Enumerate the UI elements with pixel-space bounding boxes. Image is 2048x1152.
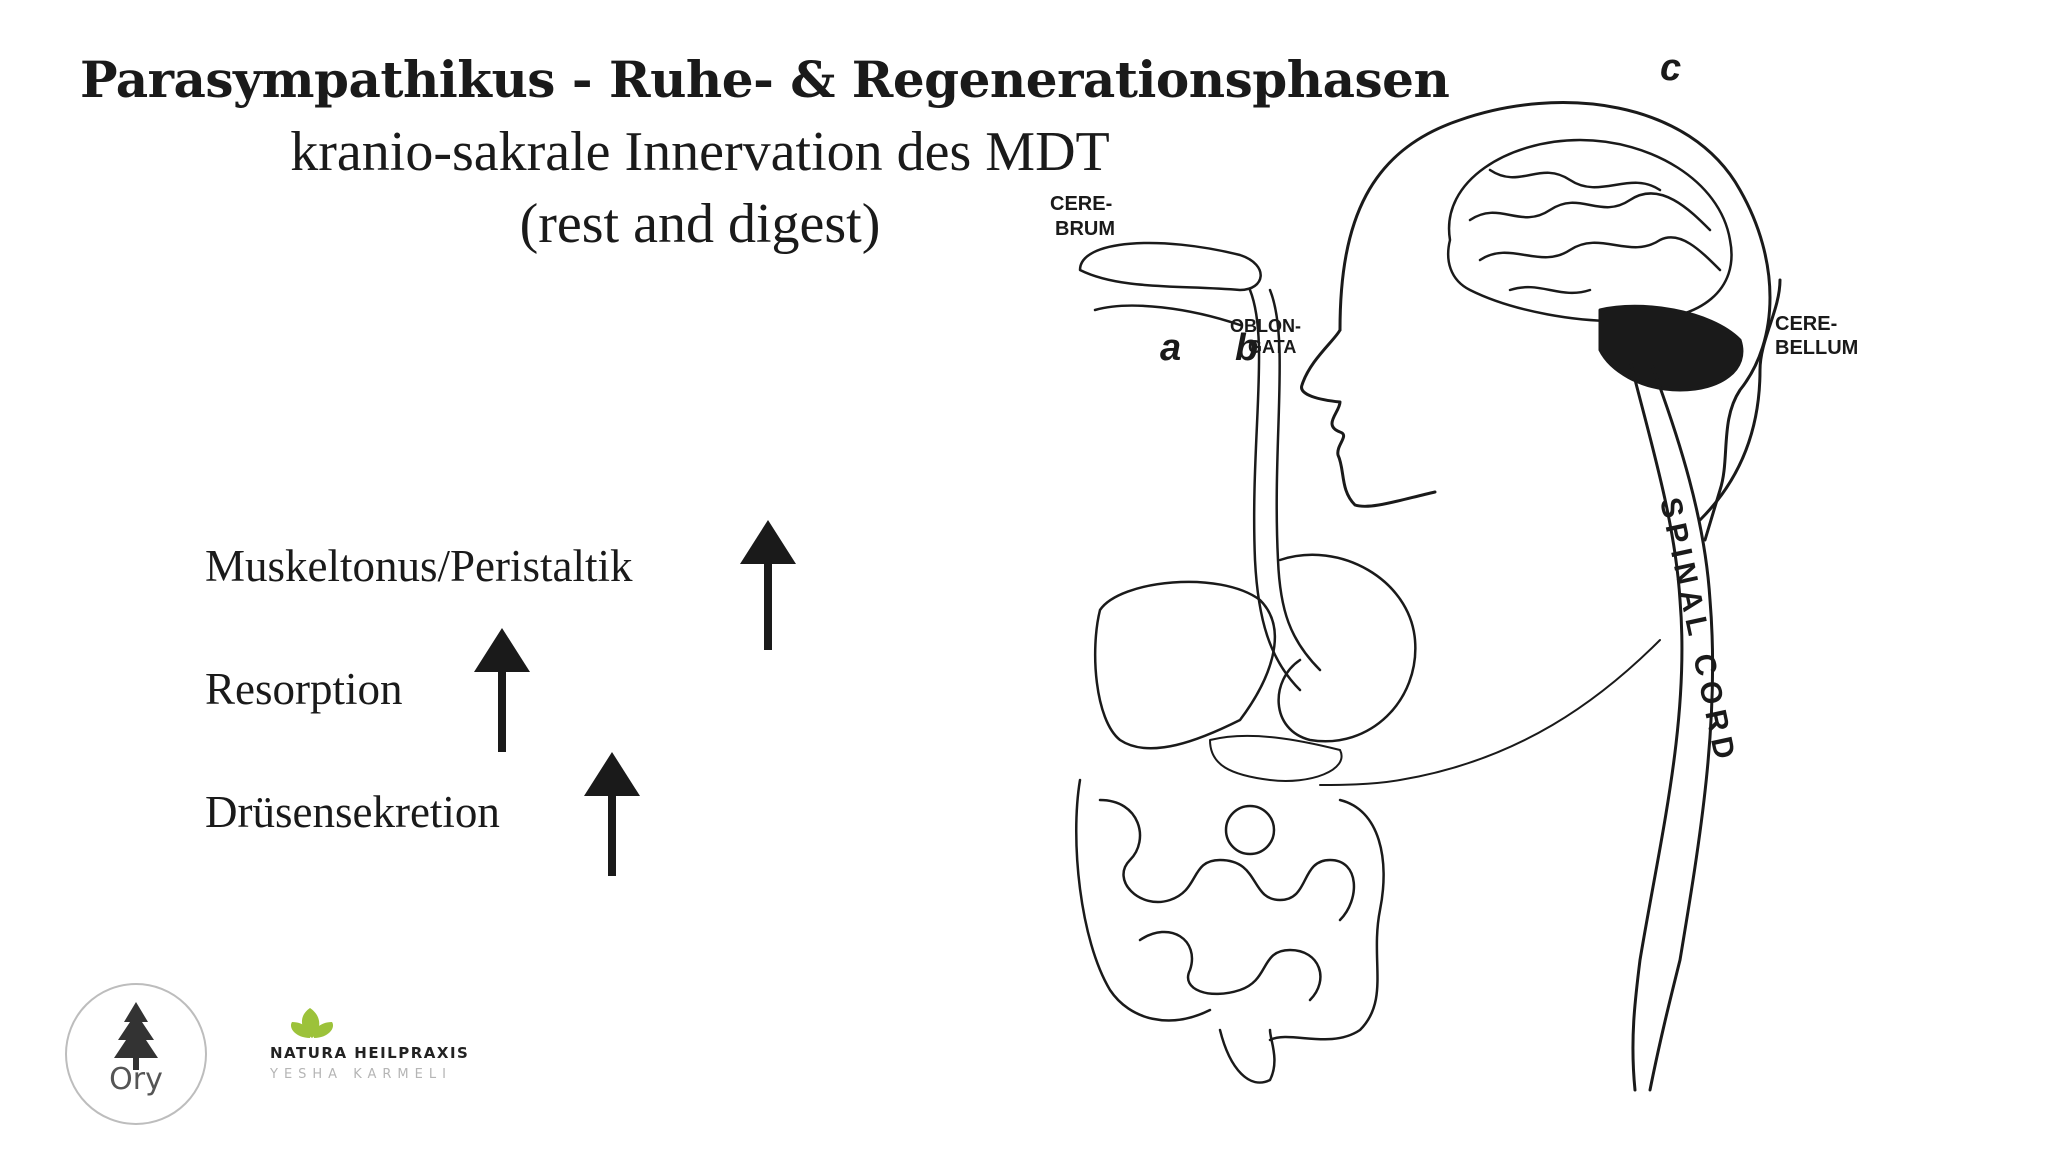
marker-c: c bbox=[1660, 47, 1681, 89]
ory-logo bbox=[65, 983, 207, 1125]
label-cerebellum-2: BELLUM bbox=[1775, 337, 1858, 359]
effect-label-resorption: Resorption bbox=[205, 664, 403, 714]
slide-subtitle-note: (rest and digest) bbox=[519, 193, 881, 255]
label-cerebrum-2: BRUM bbox=[1055, 218, 1115, 240]
spinal-cord bbox=[1628, 358, 1684, 1092]
label-cerebellum: CERE- bbox=[1775, 313, 1837, 335]
cerebrum bbox=[1446, 138, 1733, 323]
slide-title: Parasympathikus - Ruhe- & Regenerationsp… bbox=[80, 50, 1450, 109]
label-oblongata: OBLON- bbox=[1230, 316, 1301, 336]
tree-icon bbox=[114, 1002, 158, 1070]
arrow-up-icon bbox=[584, 752, 640, 876]
effect-label-muskeltonus: Muskeltonus/Peristaltik bbox=[205, 541, 633, 591]
marker-a: a bbox=[1160, 327, 1181, 369]
ory-logo-text: Ory bbox=[109, 1062, 163, 1097]
natura-logo-name: NATURA HEILPRAXIS bbox=[270, 1044, 470, 1062]
liver bbox=[1093, 580, 1276, 750]
intestines bbox=[1075, 778, 1385, 1084]
label-cerebrum: CERE- bbox=[1050, 193, 1112, 215]
label-spinal-cord: SPINAL CORD bbox=[1653, 495, 1742, 768]
effect-label-druesensekretion: Drüsensekretion bbox=[205, 787, 500, 837]
slide-subtitle: kranio-sakrale Innervation des MDT bbox=[290, 121, 1110, 183]
anatomy-illustration: CERE- BRUM OBLON- GATA CERE- BELLUM SPIN… bbox=[1050, 47, 1858, 1092]
vagus-nerve bbox=[1319, 639, 1661, 786]
palate bbox=[1078, 241, 1262, 292]
stomach bbox=[1277, 553, 1417, 743]
natura-logo-sub: YESHA KARMELI bbox=[270, 1067, 452, 1082]
duodenum bbox=[1224, 804, 1276, 856]
arrow-up-icon bbox=[474, 628, 530, 752]
cerebellum bbox=[1598, 304, 1744, 392]
marker-b: b bbox=[1235, 327, 1258, 369]
pancreas bbox=[1209, 734, 1343, 782]
head-outline bbox=[1338, 101, 1772, 542]
label-oblongata-2: GATA bbox=[1248, 337, 1296, 357]
arrow-up-icon bbox=[740, 520, 796, 650]
face-profile bbox=[1300, 328, 1437, 508]
leaf-icon bbox=[290, 1008, 334, 1038]
